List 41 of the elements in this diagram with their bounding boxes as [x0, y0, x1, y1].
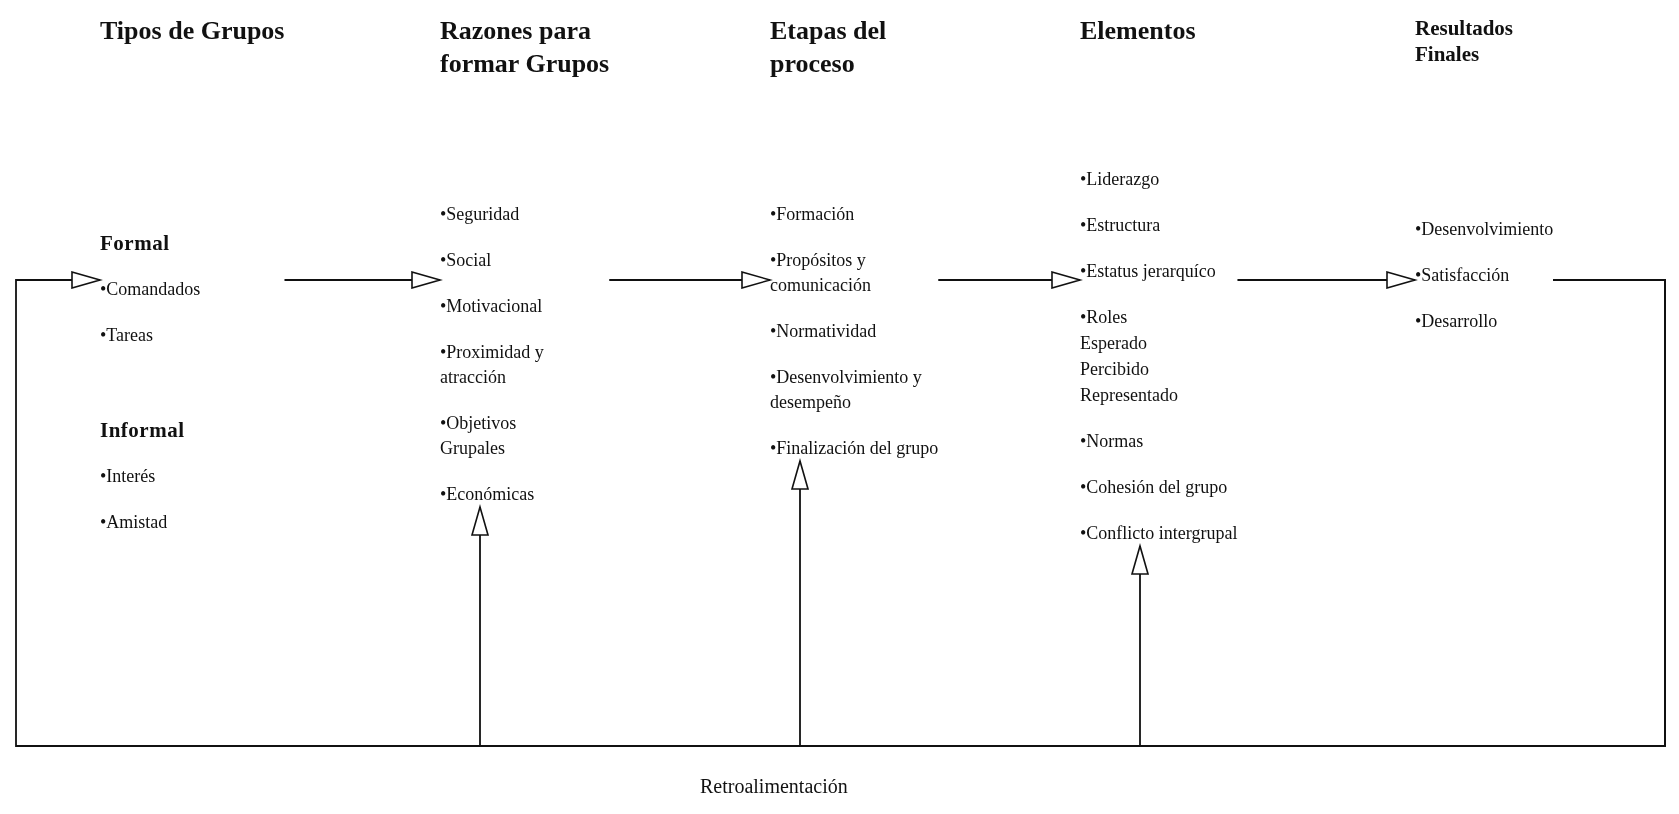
list-item: •Conflicto intergrupal — [1080, 522, 1239, 545]
group-type-heading: Informal — [100, 417, 186, 443]
list-item: •Proximidad y atracción — [440, 341, 545, 389]
list-item: Esperado — [1080, 332, 1148, 355]
list-item: •Tareas — [100, 324, 154, 347]
column-heading: Resultados Finales — [1415, 15, 1515, 68]
column-heading: Elementos — [1080, 15, 1197, 47]
arrow — [1236, 271, 1416, 289]
list-item: •Estatus jerarquíco — [1080, 260, 1217, 283]
arrow — [608, 271, 771, 289]
list-item: •Económicas — [440, 483, 536, 506]
group-type-heading: Formal — [100, 230, 171, 256]
list-item: •Liderazgo — [1080, 168, 1161, 191]
arrow — [937, 271, 1081, 289]
list-item: •Amistad — [100, 511, 169, 534]
list-item: •Satisfacción — [1415, 264, 1511, 287]
arrow — [283, 271, 441, 289]
list-item: Representado — [1080, 384, 1179, 407]
list-item: •Normatividad — [770, 320, 878, 343]
list-item: •Finalización del grupo — [770, 437, 940, 460]
list-item: •Desarrollo — [1415, 310, 1499, 333]
list-item: •Estructura — [1080, 214, 1162, 237]
list-item: •Interés — [100, 465, 157, 488]
list-item: •Cohesión del grupo — [1080, 476, 1229, 499]
list-item: •Normas — [1080, 430, 1145, 453]
list-item: •Roles — [1080, 306, 1129, 329]
list-item: Percibido — [1080, 358, 1150, 381]
feedback-label: Retroalimentación — [700, 775, 848, 798]
list-item: •Motivacional — [440, 295, 544, 318]
list-item: •Seguridad — [440, 203, 521, 226]
list-item: •Formación — [770, 203, 856, 226]
list-item: •Desenvolvimiento — [1415, 218, 1555, 241]
list-item: •Desenvolvimiento y desempeño — [770, 366, 923, 414]
list-item: •Propósitos y comunicación — [770, 249, 872, 297]
feedback-arrow — [1131, 279, 1666, 747]
column-heading: Etapas del proceso — [770, 15, 888, 80]
list-item: •Social — [440, 249, 493, 272]
column-heading: Tipos de Grupos — [100, 15, 286, 47]
list-item: •Comandados — [100, 278, 202, 301]
list-item: •Objetivos Grupales — [440, 412, 518, 460]
column-heading: Razones para formar Grupos — [440, 15, 611, 80]
